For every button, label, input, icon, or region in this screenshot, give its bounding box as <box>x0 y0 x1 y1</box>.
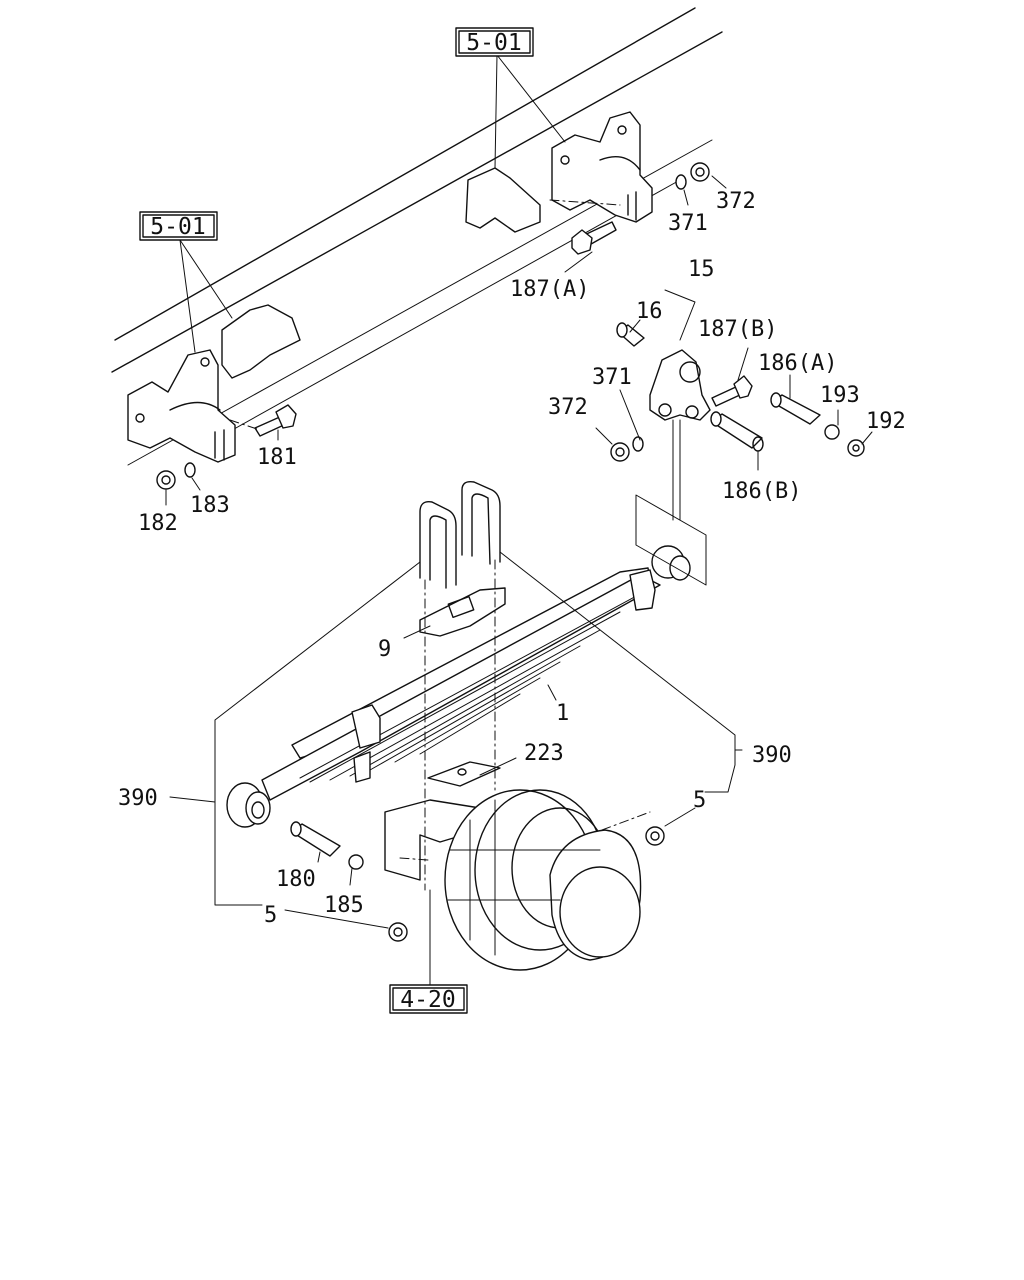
shackle-bushing <box>616 322 645 347</box>
callout-390-left[interactable]: 390 <box>118 786 158 811</box>
bolt-187b <box>711 375 753 407</box>
callout-182[interactable]: 182 <box>138 511 178 536</box>
callout-371-mid[interactable]: 371 <box>592 365 632 390</box>
nut-182 <box>156 470 176 490</box>
callout-185[interactable]: 185 <box>324 893 364 918</box>
washer-371-mid <box>632 436 644 452</box>
callout-16[interactable]: 16 <box>636 299 663 324</box>
nut-372-top <box>690 162 710 182</box>
callout-181[interactable]: 181 <box>257 445 297 470</box>
callout-192[interactable]: 192 <box>866 409 906 434</box>
nut-372-mid <box>610 442 630 462</box>
spring-seat-plate <box>419 587 506 637</box>
callout-193[interactable]: 193 <box>820 383 860 408</box>
assembly-centerlines <box>229 199 707 891</box>
callout-5-left[interactable]: 5 <box>264 903 277 928</box>
callout-187a[interactable]: 187(A) <box>510 277 589 302</box>
callout-223[interactable]: 223 <box>524 741 564 766</box>
nut-192 <box>847 439 865 457</box>
u-bolt <box>419 480 501 589</box>
spring-eye-rear <box>651 545 691 581</box>
reference-label: 4-20 <box>400 987 455 1013</box>
grease-nipple-193 <box>824 424 840 440</box>
callout-180[interactable]: 180 <box>276 867 316 892</box>
callout-186b[interactable]: 186(B) <box>722 479 801 504</box>
reference-box-5-01-left[interactable]: 5-01 <box>139 211 218 241</box>
callout-5-right[interactable]: 5 <box>693 788 706 813</box>
leader-lines <box>165 54 873 986</box>
part-callouts: 372 371 187(A) 15 16 187(B) 186(A) 371 3… <box>118 189 906 928</box>
callout-372-mid[interactable]: 372 <box>548 395 588 420</box>
washer-183 <box>184 462 196 478</box>
callout-1[interactable]: 1 <box>556 701 569 726</box>
washer-371-top <box>675 174 687 190</box>
bolt-187a <box>571 221 617 255</box>
shackle-pin-b <box>710 411 764 452</box>
callout-390-right[interactable]: 390 <box>752 743 792 768</box>
callout-183[interactable]: 183 <box>190 493 230 518</box>
nut-5-left <box>388 922 408 942</box>
nut-5-right <box>645 826 665 846</box>
rear-spring-hanger-bracket <box>465 111 653 233</box>
axle-hub-drum <box>384 789 642 971</box>
shackle-pin-a <box>770 392 821 425</box>
bolt-181 <box>254 404 297 437</box>
spring-shackle <box>649 349 711 421</box>
front-spring-hanger-bracket <box>127 304 301 463</box>
spring-pin-180 <box>290 821 341 857</box>
callout-15[interactable]: 15 <box>688 257 715 282</box>
grease-nipple-185 <box>348 854 364 870</box>
leaf-spring <box>261 567 661 801</box>
reference-box-5-01-top[interactable]: 5-01 <box>455 27 534 57</box>
callout-371-top[interactable]: 371 <box>668 211 708 236</box>
callout-9[interactable]: 9 <box>378 637 391 662</box>
reference-label: 5-01 <box>150 214 205 240</box>
callout-372-top[interactable]: 372 <box>716 189 756 214</box>
callout-186a[interactable]: 186(A) <box>758 351 837 376</box>
reference-label: 5-01 <box>466 30 521 56</box>
frame-rail <box>111 7 723 466</box>
callout-187b[interactable]: 187(B) <box>698 317 777 342</box>
spring-eye-front <box>226 782 271 828</box>
reference-box-4-20[interactable]: 4-20 <box>389 984 468 1014</box>
spacer-pad <box>427 761 501 787</box>
